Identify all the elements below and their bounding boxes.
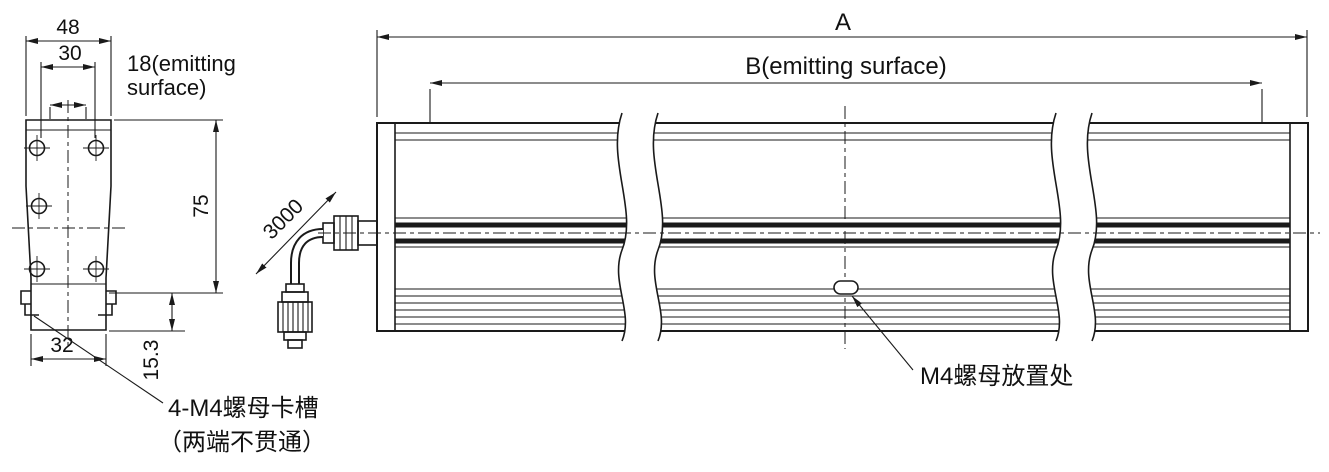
end-view-dimensions: 48 30 18(emitting surface) 75 15. <box>25 16 326 456</box>
end-view <box>12 100 128 346</box>
mounting-hole <box>24 256 50 282</box>
side-view: A B(emitting surface) <box>318 9 1320 390</box>
dim-18-text-line1: 18(emitting <box>127 51 236 76</box>
mounting-hole <box>24 135 50 161</box>
end-view-profile-outline <box>25 119 112 331</box>
dim-75-text: 75 <box>190 194 213 217</box>
cable-connector <box>277 283 313 349</box>
left-nut-slot-clip <box>20 290 39 316</box>
dim-B-text: B(emitting surface) <box>745 53 946 80</box>
break-line-right <box>1050 112 1098 342</box>
dim-48-text: 48 <box>56 16 79 39</box>
nut-place-label-text: M4螺母放置处 <box>920 363 1073 390</box>
bar-body <box>376 122 1309 332</box>
break-line-left <box>616 112 664 342</box>
dim-30-text: 30 <box>58 42 81 65</box>
dim-A-text: A <box>835 9 851 36</box>
right-nut-slot-clip <box>98 290 117 316</box>
dim-15-3-text: 15.3 <box>140 340 163 381</box>
cable-assembly: 3000 <box>255 191 378 349</box>
dimension-width-30: 30 <box>40 42 96 138</box>
mounting-hole <box>83 256 109 282</box>
nut-slot-note-text: （两端不贯通） <box>158 429 326 456</box>
dimension-emitting-18: 18(emitting surface) <box>49 51 236 119</box>
nut-place-label: M4螺母放置处 <box>851 295 1073 390</box>
dimension-height-75: 75 <box>109 119 223 294</box>
dim-18-text-line2: surface) <box>127 75 206 100</box>
dimension-width-48: 48 <box>25 16 112 116</box>
mounting-hole <box>83 135 109 161</box>
mounting-hole <box>26 193 52 219</box>
nut-place-leader-line <box>851 295 914 371</box>
nut-slot-label: 4-M4螺母卡槽 （两端不贯通） <box>33 315 326 456</box>
dimension-overall-A: A <box>376 9 1308 117</box>
dimension-offset-15-3: 15.3 <box>109 293 185 380</box>
dimension-width-32: 32 <box>30 334 107 366</box>
m4-nut-slot <box>833 280 859 295</box>
nut-slot-leader-line <box>33 315 164 404</box>
nut-slot-label-text: 4-M4螺母卡槽 <box>168 395 319 422</box>
dimension-emitting-B: B(emitting surface) <box>429 53 1263 122</box>
dim-32-text: 32 <box>50 334 73 357</box>
